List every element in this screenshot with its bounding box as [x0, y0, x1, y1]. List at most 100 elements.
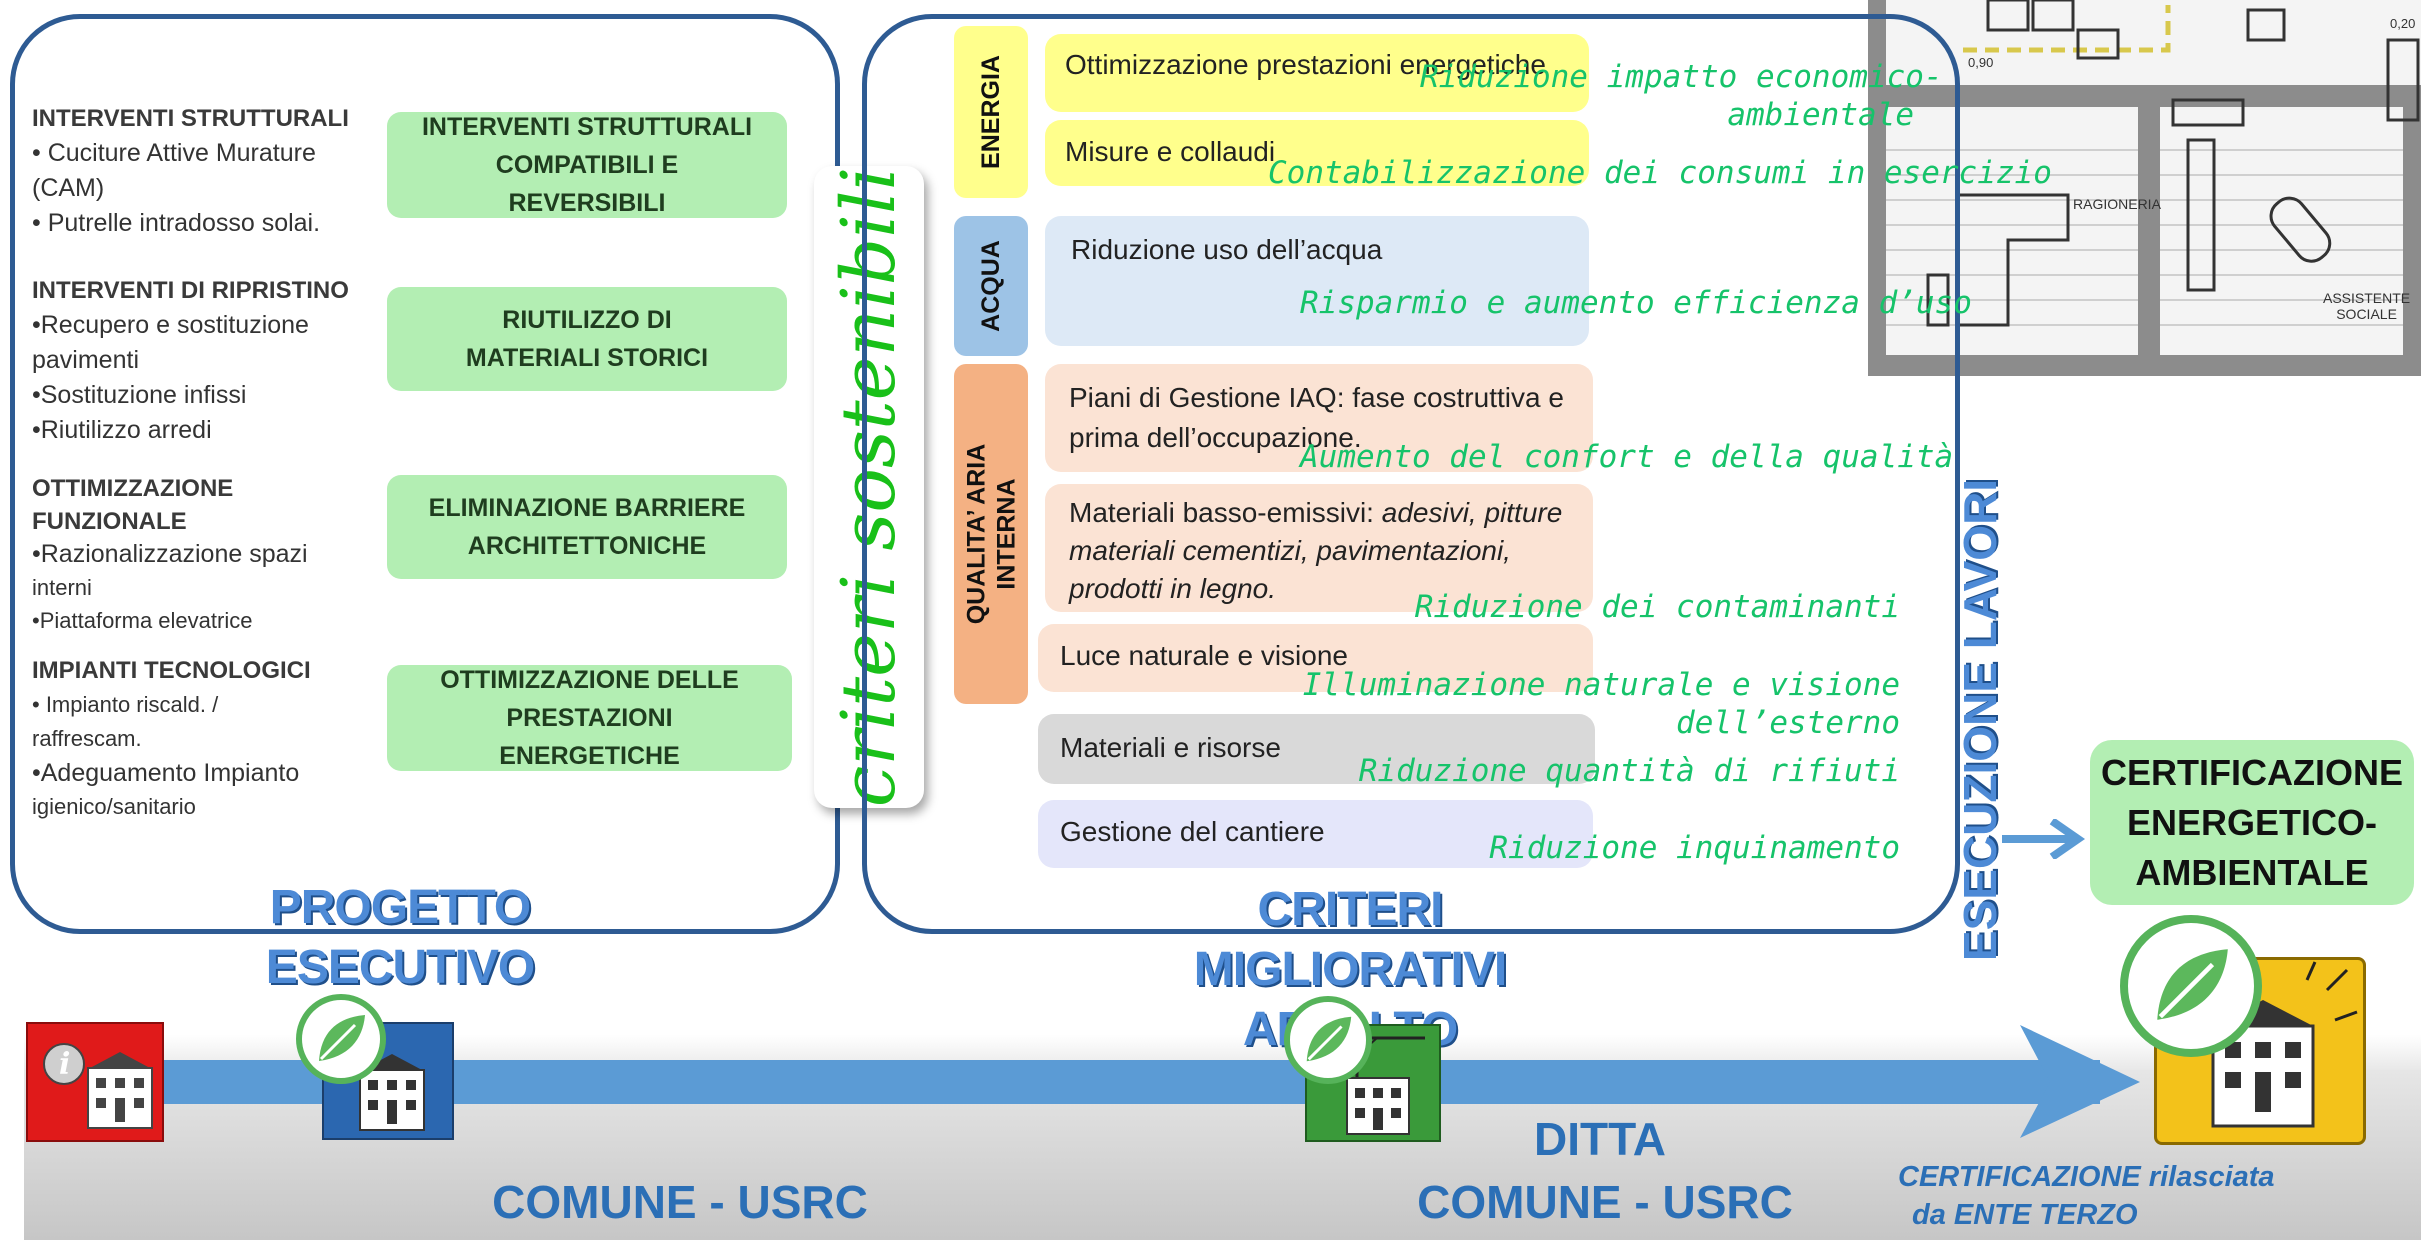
group-line: •Piattaforma elevatrice — [32, 608, 253, 633]
leaf-icon — [1284, 996, 1372, 1084]
goal-contaminanti: Riduzione dei contaminanti — [1414, 589, 1900, 625]
building-appalto-icon — [1305, 1024, 1441, 1142]
item-materiali-risorse: Materiali e risorse — [1038, 714, 1595, 784]
timeline-arrow — [150, 1025, 2140, 1138]
box-line: ELIMINAZIONE BARRIERE — [428, 494, 746, 522]
assistente-line1: ASSISTENTE — [2323, 290, 2411, 306]
group-line: • Cuciture Attive Murature — [32, 139, 316, 167]
box-riutilizzo-materiali: RIUTILIZZO DI MATERIALI STORICI — [387, 287, 787, 391]
box-line: PRESTAZIONI — [506, 704, 673, 732]
cert-note-line: CERTIFICAZIONE rilasciata — [1898, 1161, 2275, 1193]
progetto-esecutivo-title: PROGETTO ESECUTIVO — [200, 878, 600, 998]
box-line: ENERGETICHE — [499, 742, 680, 770]
goal-rifiuti: Riduzione quantità di rifiuti — [1358, 753, 1900, 789]
goal-confort: Aumento del confort e della qualità — [1300, 439, 1954, 475]
cert-box-line: ENERGETICO- — [2126, 801, 2377, 843]
group-heading: INTERVENTI DI RIPRISTINO — [32, 277, 349, 304]
goal-illuminazione: Illuminazione naturale e visione dell’es… — [1300, 666, 1900, 742]
building-info-icon: i — [26, 1022, 164, 1142]
category-acqua: ACQUA — [954, 216, 1028, 356]
category-qualita-text: QUALITA’ ARIA INTERNA — [961, 444, 1021, 625]
assistente-line2: SOCIALE — [2336, 306, 2397, 322]
criteri-sostenibili-box: criteri sostenibili — [814, 166, 924, 808]
ditta-label: DITTA — [1533, 1113, 1666, 1165]
title-line: CRITERI MIGLIORATIVI — [1193, 883, 1507, 996]
box-line: COMPATIBILI E — [495, 151, 679, 179]
box-line: REVERSIBILI — [508, 189, 666, 217]
category-label: ENERGIA — [977, 55, 1005, 169]
leaf-icon — [296, 994, 386, 1084]
goal-contabilizzazione: Contabilizzazione dei consumi in eserciz… — [1268, 155, 2052, 191]
group-heading: OTTIMIZZAZIONE — [32, 475, 234, 502]
box-line: MATERIALI STORICI — [465, 344, 709, 372]
box-line: INTERVENTI STRUTTURALI — [421, 113, 753, 141]
group-line: raffrescam. — [32, 726, 142, 751]
group-line: •Razionalizzazione spazi — [32, 540, 308, 568]
room-label-ragioneria: RAGIONERIA — [2073, 196, 2161, 212]
item-piani-iaq: Piani di Gestione IAQ: fase costruttiva … — [1045, 364, 1593, 472]
item-riduzione-acqua: Riduzione uso dell’acqua — [1045, 216, 1589, 346]
goal-impatto-economico: Riduzione impatto economico- ambientale — [1420, 58, 1943, 134]
building-drawing — [1346, 1034, 1425, 1135]
floorplan-drawing — [1868, 0, 2421, 376]
criteri-panel — [862, 14, 1960, 934]
category-label: QUALITA’ ARIA — [962, 443, 990, 625]
group-line: pavimenti — [32, 346, 139, 374]
group-line: •Sostituzione infissi — [32, 381, 247, 409]
dimension-label: 0,20 — [2390, 16, 2416, 31]
box-ottimizzazione-prestazioni: OTTIMIZZAZIONE DELLE PRESTAZIONI ENERGET… — [387, 665, 792, 771]
goal-line: dell’esterno — [1676, 705, 1900, 741]
cert-box-line: CERTIFICAZIONE — [2101, 751, 2403, 793]
box-line: OTTIMIZZAZIONE DELLE — [440, 666, 739, 694]
certificazione-ente-terzo: CERTIFICAZIONE rilasciata da ENTE TERZO — [1898, 1158, 2275, 1234]
cert-box-line: AMBIENTALE — [2135, 851, 2369, 893]
box-line: RIUTILIZZO DI — [502, 306, 672, 334]
group-impianti-tecnologici: IMPIANTI TECNOLOGICI • Impianto riscald.… — [32, 654, 372, 824]
comune-usrc-right: COMUNE - USRC — [1417, 1176, 1793, 1228]
group-heading-2: FUNZIONALE — [32, 508, 187, 535]
group-line: interni — [32, 575, 92, 600]
room-label-assistente-sociale: ASSISTENTE SOCIALE — [2323, 290, 2410, 322]
item-gestione-cantiere: Gestione del cantiere — [1038, 800, 1593, 868]
category-label: ACQUA — [977, 240, 1006, 332]
category-energia: ENERGIA — [954, 26, 1028, 198]
svg-text:i: i — [59, 1047, 70, 1082]
group-line: igienico/sanitario — [32, 794, 196, 819]
box-line: ARCHITETTONICHE — [467, 532, 707, 560]
group-line: •Riutilizzo arredi — [32, 416, 212, 444]
group-line: • Putrelle intradosso solai. — [32, 209, 321, 237]
item-luce-naturale: Luce naturale e visione — [1038, 624, 1593, 692]
group-heading: IMPIANTI TECNOLOGICI — [32, 657, 311, 684]
group-ottimizzazione-funzionale: OTTIMIZZAZIONE FUNZIONALE •Razionalizzaz… — [32, 472, 372, 637]
item-ottimizzazione-energetiche: Ottimizzazione prestazioni energetiche — [1045, 34, 1589, 112]
group-heading: INTERVENTI STRUTTURALI — [32, 105, 349, 132]
building-drawing: i — [43, 1043, 153, 1129]
leaf-icon — [2120, 915, 2262, 1057]
category-label: INTERNA — [992, 478, 1020, 590]
goal-inquinamento: Riduzione inquinamento — [1489, 830, 1900, 866]
item-italic: adesivi, pitture materiali cementizi, pa… — [1069, 497, 1563, 604]
title-line: PROGETTO — [269, 881, 531, 934]
esecuzione-text: ESECUZIONE LAVORI — [1954, 478, 2007, 962]
comune-usrc-left: COMUNE - USRC — [492, 1176, 868, 1228]
title-line: ESECUTIVO — [265, 941, 535, 994]
box-interventi-strutturali: INTERVENTI STRUTTURALI COMPATIBILI E REV… — [387, 112, 787, 218]
floorplan: RAGIONERIA ASSISTENTE SOCIALE 0,90 0,20 — [1868, 0, 2421, 376]
group-interventi-strutturali: INTERVENTI STRUTTURALI • Cuciture Attive… — [32, 101, 372, 241]
item-prefix: Materiali basso-emissivi: — [1069, 497, 1382, 528]
group-line: •Recupero e sostituzione — [32, 311, 309, 339]
goal-line: Illuminazione naturale e visione — [1302, 667, 1900, 703]
group-line: • Impianto riscald. / — [32, 692, 219, 717]
category-qualita-aria: QUALITA’ ARIA INTERNA — [954, 364, 1028, 704]
goal-risparmio-acqua: Risparmio e aumento efficienza d’uso — [1300, 285, 1972, 321]
goal-line: Riduzione impatto economico- — [1420, 59, 1943, 95]
esecuzione-lavori-label: ESECUZIONE LAVORI — [1950, 478, 2010, 962]
group-line: •Adeguamento Impianto — [32, 759, 300, 787]
certificazione-box: CERTIFICAZIONE ENERGETICO- AMBIENTALE — [2090, 740, 2414, 905]
cert-note-line: da ENTE TERZO — [1912, 1199, 2138, 1231]
group-line: (CAM) — [32, 174, 105, 202]
group-interventi-ripristino: INTERVENTI DI RIPRISTINO •Recupero e sos… — [32, 273, 372, 448]
arrow-to-certificazione — [2002, 819, 2086, 859]
item-misure-collaudi: Misure e collaudi — [1045, 120, 1589, 186]
box-eliminazione-barriere: ELIMINAZIONE BARRIERE ARCHITETTONICHE — [387, 475, 787, 579]
